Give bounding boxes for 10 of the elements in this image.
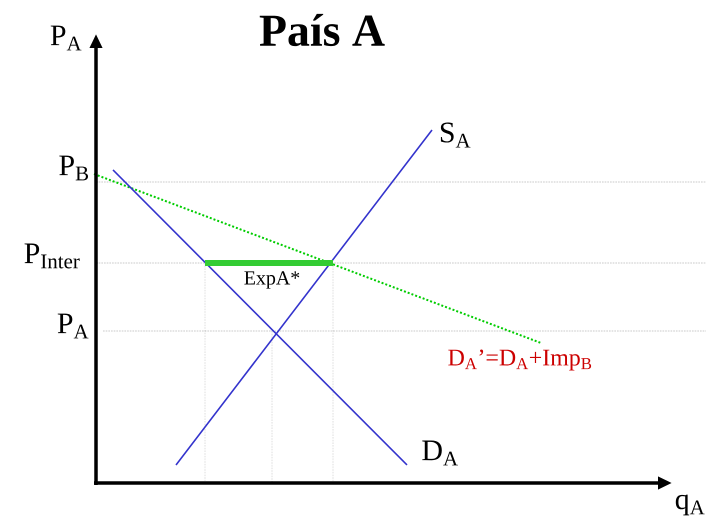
axis-label: P$_{A}$ xyxy=(50,26,82,50)
curve-label: D$_{A}$’=D$_{A}$+Imp$_{B}$ xyxy=(448,350,592,370)
price-label: P$_{Inter}$ xyxy=(24,244,80,268)
price-label: P$_{A}$ xyxy=(58,314,88,338)
curve-label: S$_{A}$ xyxy=(440,122,470,148)
curve-label: D$_{A}$ xyxy=(422,440,458,466)
price-label: P$_{B}$ xyxy=(59,156,88,180)
axis-label: q$_{A}$ xyxy=(676,494,705,516)
segment-label: ExpA* xyxy=(244,271,300,289)
title: País A xyxy=(260,14,385,46)
